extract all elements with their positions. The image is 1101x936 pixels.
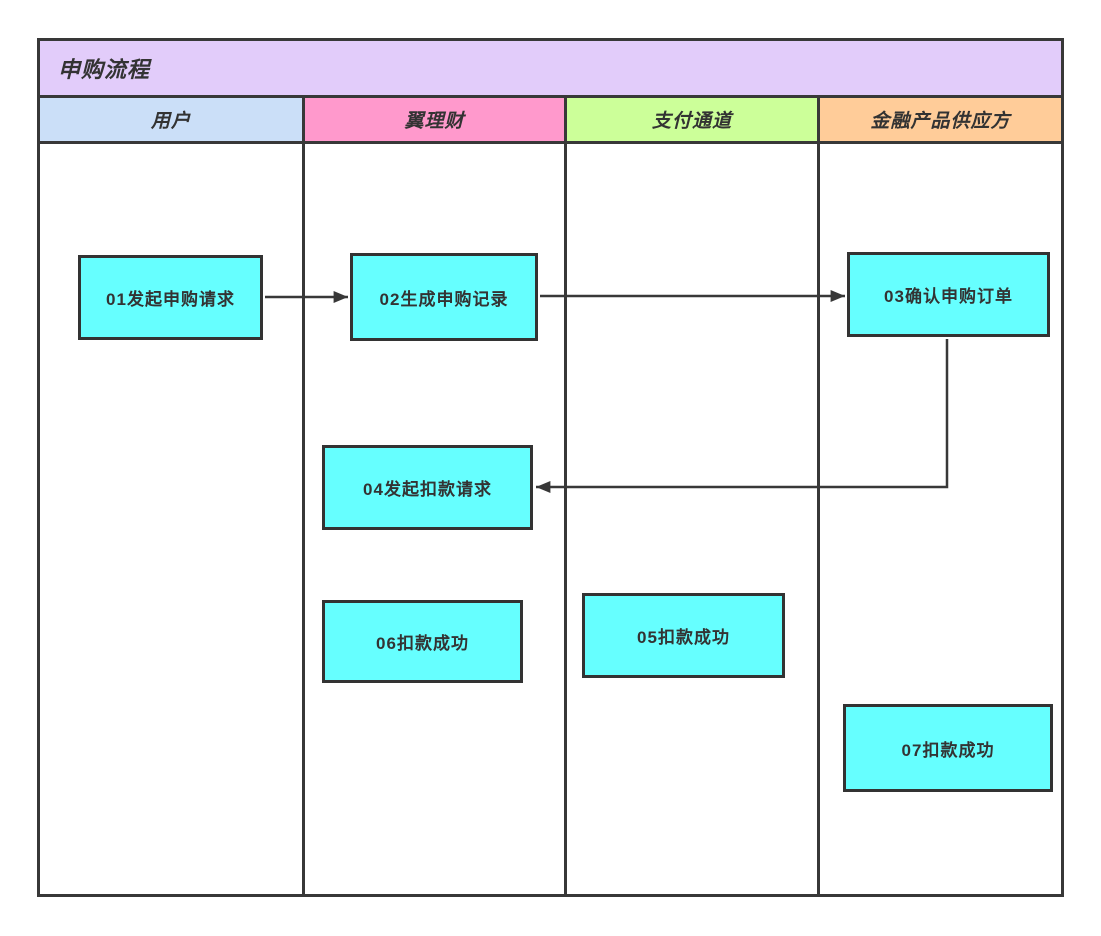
pool-title: 申购流程 bbox=[40, 41, 1061, 98]
lane-header-financial-supplier: 金融产品供应方 bbox=[820, 98, 1061, 141]
lane-column-payment-channel bbox=[567, 144, 820, 894]
node-05-deduction-success: 05扣款成功 bbox=[582, 593, 785, 678]
lane-header-yilicai: 翼理财 bbox=[305, 98, 567, 141]
lane-header-row: 用户 翼理财 支付通道 金融产品供应方 bbox=[40, 98, 1061, 144]
node-01-initiate-purchase-request: 01发起申购请求 bbox=[78, 255, 263, 340]
node-04-initiate-deduction-request: 04发起扣款请求 bbox=[322, 445, 533, 530]
node-07-deduction-success: 07扣款成功 bbox=[843, 704, 1053, 792]
node-02-generate-purchase-record: 02生成申购记录 bbox=[350, 253, 538, 341]
node-03-confirm-purchase-order: 03确认申购订单 bbox=[847, 252, 1050, 337]
lane-header-payment-channel: 支付通道 bbox=[567, 98, 820, 141]
node-06-deduction-success: 06扣款成功 bbox=[322, 600, 523, 683]
lane-header-user: 用户 bbox=[40, 98, 305, 141]
